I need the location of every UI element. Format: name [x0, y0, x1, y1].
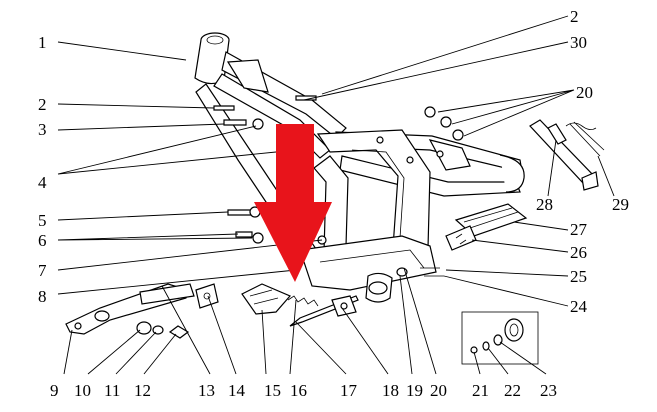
label-23: 23	[540, 381, 557, 400]
leader-lines	[57, 15, 615, 375]
label-11: 11	[104, 381, 120, 400]
footpeg-left	[241, 283, 291, 315]
label-30: 30	[570, 33, 587, 52]
label-5: 5	[38, 211, 47, 230]
label-8: 8	[38, 287, 47, 306]
label-4: 4	[38, 173, 47, 192]
label-17: 17	[340, 381, 358, 400]
brake-pedal-assembly	[65, 283, 219, 339]
label-3: 3	[38, 120, 47, 139]
label-6: 6	[38, 231, 47, 250]
label-25: 25	[570, 267, 587, 286]
label-19: 19	[406, 381, 423, 400]
label-20-bottom: 20	[430, 381, 447, 400]
footpeg-right	[445, 203, 528, 251]
label-18: 18	[382, 381, 399, 400]
fasteners	[213, 105, 464, 327]
label-26: 26	[570, 243, 587, 262]
label-15: 15	[264, 381, 281, 400]
red-down-arrow	[254, 124, 332, 282]
label-27: 27	[570, 220, 588, 239]
label-22: 22	[504, 381, 521, 400]
label-12: 12	[134, 381, 151, 400]
label-29: 29	[612, 195, 629, 214]
label-13: 13	[198, 381, 215, 400]
detail-inset	[461, 311, 539, 365]
label-24: 24	[570, 297, 588, 316]
label-7: 7	[38, 261, 47, 280]
callout-labels: 1 2 30 20 2 3 4 28 29 5 27 6 26 7 25 8 2…	[38, 7, 629, 400]
label-1: 1	[38, 33, 47, 52]
label-21: 21	[472, 381, 489, 400]
label-28: 28	[536, 195, 553, 214]
frame-assembly	[194, 32, 525, 303]
label-2-left: 2	[38, 95, 47, 114]
label-9: 9	[50, 381, 59, 400]
label-20-top: 20	[576, 83, 593, 102]
side-stand	[529, 119, 605, 191]
label-2-right: 2	[570, 7, 579, 26]
label-16: 16	[290, 381, 307, 400]
label-14: 14	[228, 381, 246, 400]
label-10: 10	[74, 381, 91, 400]
